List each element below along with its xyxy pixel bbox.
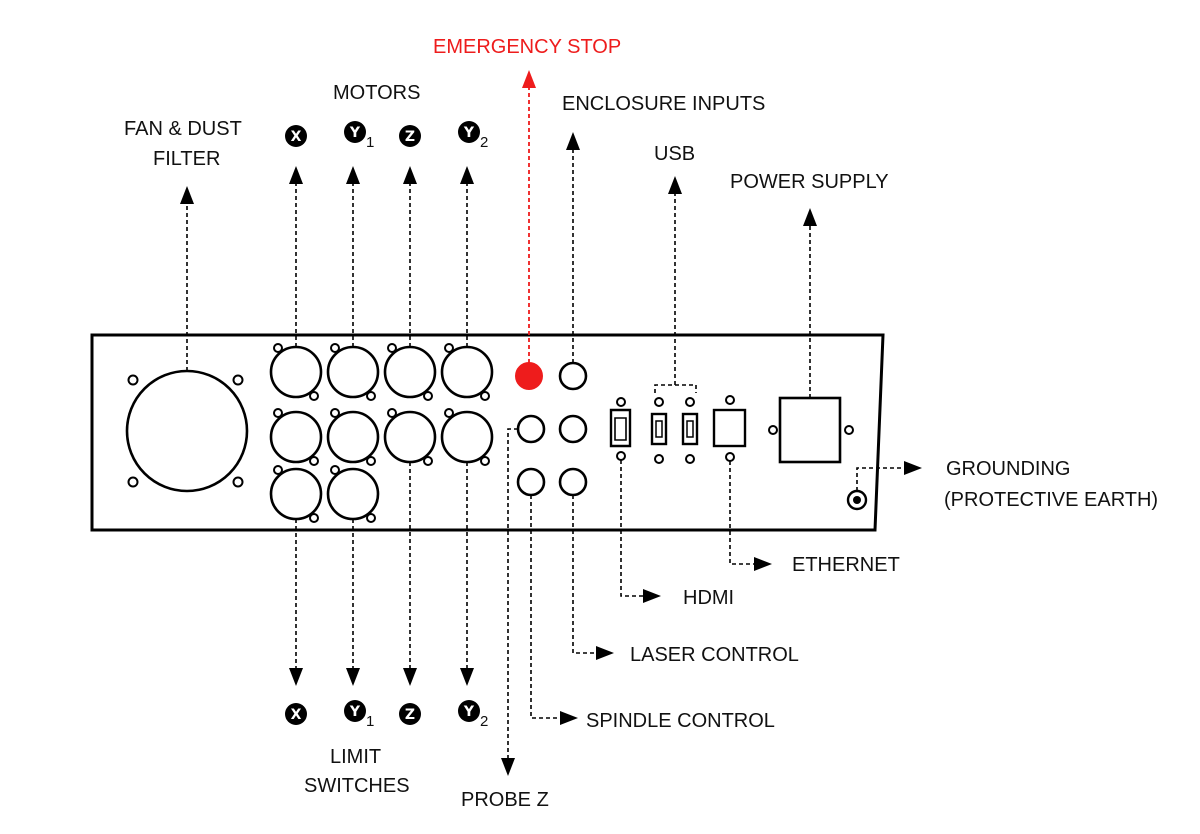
ethernet-port [712,395,747,462]
enclosure-input-jack-2 [558,414,588,444]
motors-label: MOTORS [333,82,420,104]
usb-label: USB [654,143,695,165]
svg-text:2: 2 [480,713,488,730]
grounding-leader [856,467,904,491]
power-supply-label: POWER SUPPLY [730,171,889,193]
laser-control-jack [558,467,588,497]
laser-control-leader [572,495,596,654]
probe-z-label: PROBE Z [461,789,549,811]
limit-y2-arrowhead [460,668,474,686]
svg-text:Y: Y [349,125,361,141]
probe-z-leader [507,428,518,758]
motor-x-arrowhead [289,166,303,184]
limit-z-badge: Z [399,703,421,725]
spindle-control-label: SPINDLE CONTROL [586,710,775,732]
laser-control-label: LASER CONTROL [630,644,799,666]
enclosure-input-jack [558,361,588,391]
limit-connector-y1 [326,408,380,466]
fan-screw-hole [127,476,139,488]
motor-connector-x [269,343,323,401]
svg-text:Y: Y [463,704,475,720]
ethernet-leader [729,461,754,565]
usb-port-1 [650,397,668,464]
probe-z-jack [516,414,546,444]
ethernet-arrowhead [754,557,772,571]
grounding-terminal [846,489,868,511]
limit-x-badge: X [285,703,307,725]
enclosure-inputs-label: ENCLOSURE INPUTS [562,93,765,115]
fan-label-line2: FILTER [153,148,220,170]
motor-z-badge: Z [399,125,421,147]
hdmi-leader [620,460,643,597]
hdmi-label: HDMI [683,587,734,609]
power-supply-inlet [768,396,854,464]
probe-z-arrowhead [501,758,515,776]
motor-y2-badge: Y 2 [458,121,488,151]
usb-arrowhead [668,176,682,194]
extra-connector-2 [326,465,380,523]
limit-y1-arrowhead [346,668,360,686]
limit-z-arrowhead [403,668,417,686]
motor-z-arrowhead [403,166,417,184]
fan-screw-hole [232,476,244,488]
svg-text:Z: Z [405,129,415,145]
spindle-control-arrowhead [560,711,578,725]
limit-x-arrowhead [289,668,303,686]
grounding-label-line2: (PROTECTIVE EARTH) [944,489,1158,511]
limit-switches-label-line1: LIMIT [330,746,381,768]
enclosure-inputs-arrowhead [566,132,580,150]
motor-connector-z [383,343,437,401]
extra-connector-1 [269,465,323,523]
hdmi-port [609,397,632,461]
svg-text:1: 1 [366,134,374,151]
limit-y1-badge: Y 1 [344,700,374,730]
fan-screw-hole [232,374,244,386]
spindle-control-leader [530,495,560,719]
motor-y1-badge: Y 1 [344,121,374,151]
limit-y2-badge: Y 2 [458,700,488,730]
motor-connector-y1 [326,343,380,401]
power-supply-arrowhead [803,208,817,226]
grounding-label-line1: GROUNDING [946,458,1070,480]
rear-panel-outline [90,333,885,532]
usb-bracket [654,384,697,393]
motor-y1-arrowhead [346,166,360,184]
emergency-stop-jack [515,362,543,390]
fan-opening [125,369,249,493]
motor-x-badge: X [285,125,307,147]
usb-port-2 [681,397,699,464]
svg-text:Y: Y [463,125,475,141]
svg-text:2: 2 [480,134,488,151]
fan-screw-hole [127,374,139,386]
spindle-control-jack [516,467,546,497]
svg-text:X: X [291,129,302,145]
laser-control-arrowhead [596,646,614,660]
limit-connector-y2 [440,408,494,466]
limit-connector-z [383,408,437,466]
ethernet-label: ETHERNET [792,554,900,576]
svg-text:X: X [291,707,302,723]
motor-y2-arrowhead [460,166,474,184]
svg-text:Y: Y [349,704,361,720]
motor-connector-y2 [440,343,494,401]
hdmi-arrowhead [643,589,661,603]
limit-connector-x [269,408,323,466]
emergency-stop-label: EMERGENCY STOP [433,36,621,58]
svg-text:1: 1 [366,713,374,730]
grounding-arrowhead [904,461,922,475]
fan-arrowhead [180,186,194,204]
fan-label-line1: FAN & DUST [124,118,242,140]
emergency-stop-arrowhead [522,70,536,88]
limit-switches-label-line2: SWITCHES [304,775,410,797]
svg-text:Z: Z [405,707,415,723]
